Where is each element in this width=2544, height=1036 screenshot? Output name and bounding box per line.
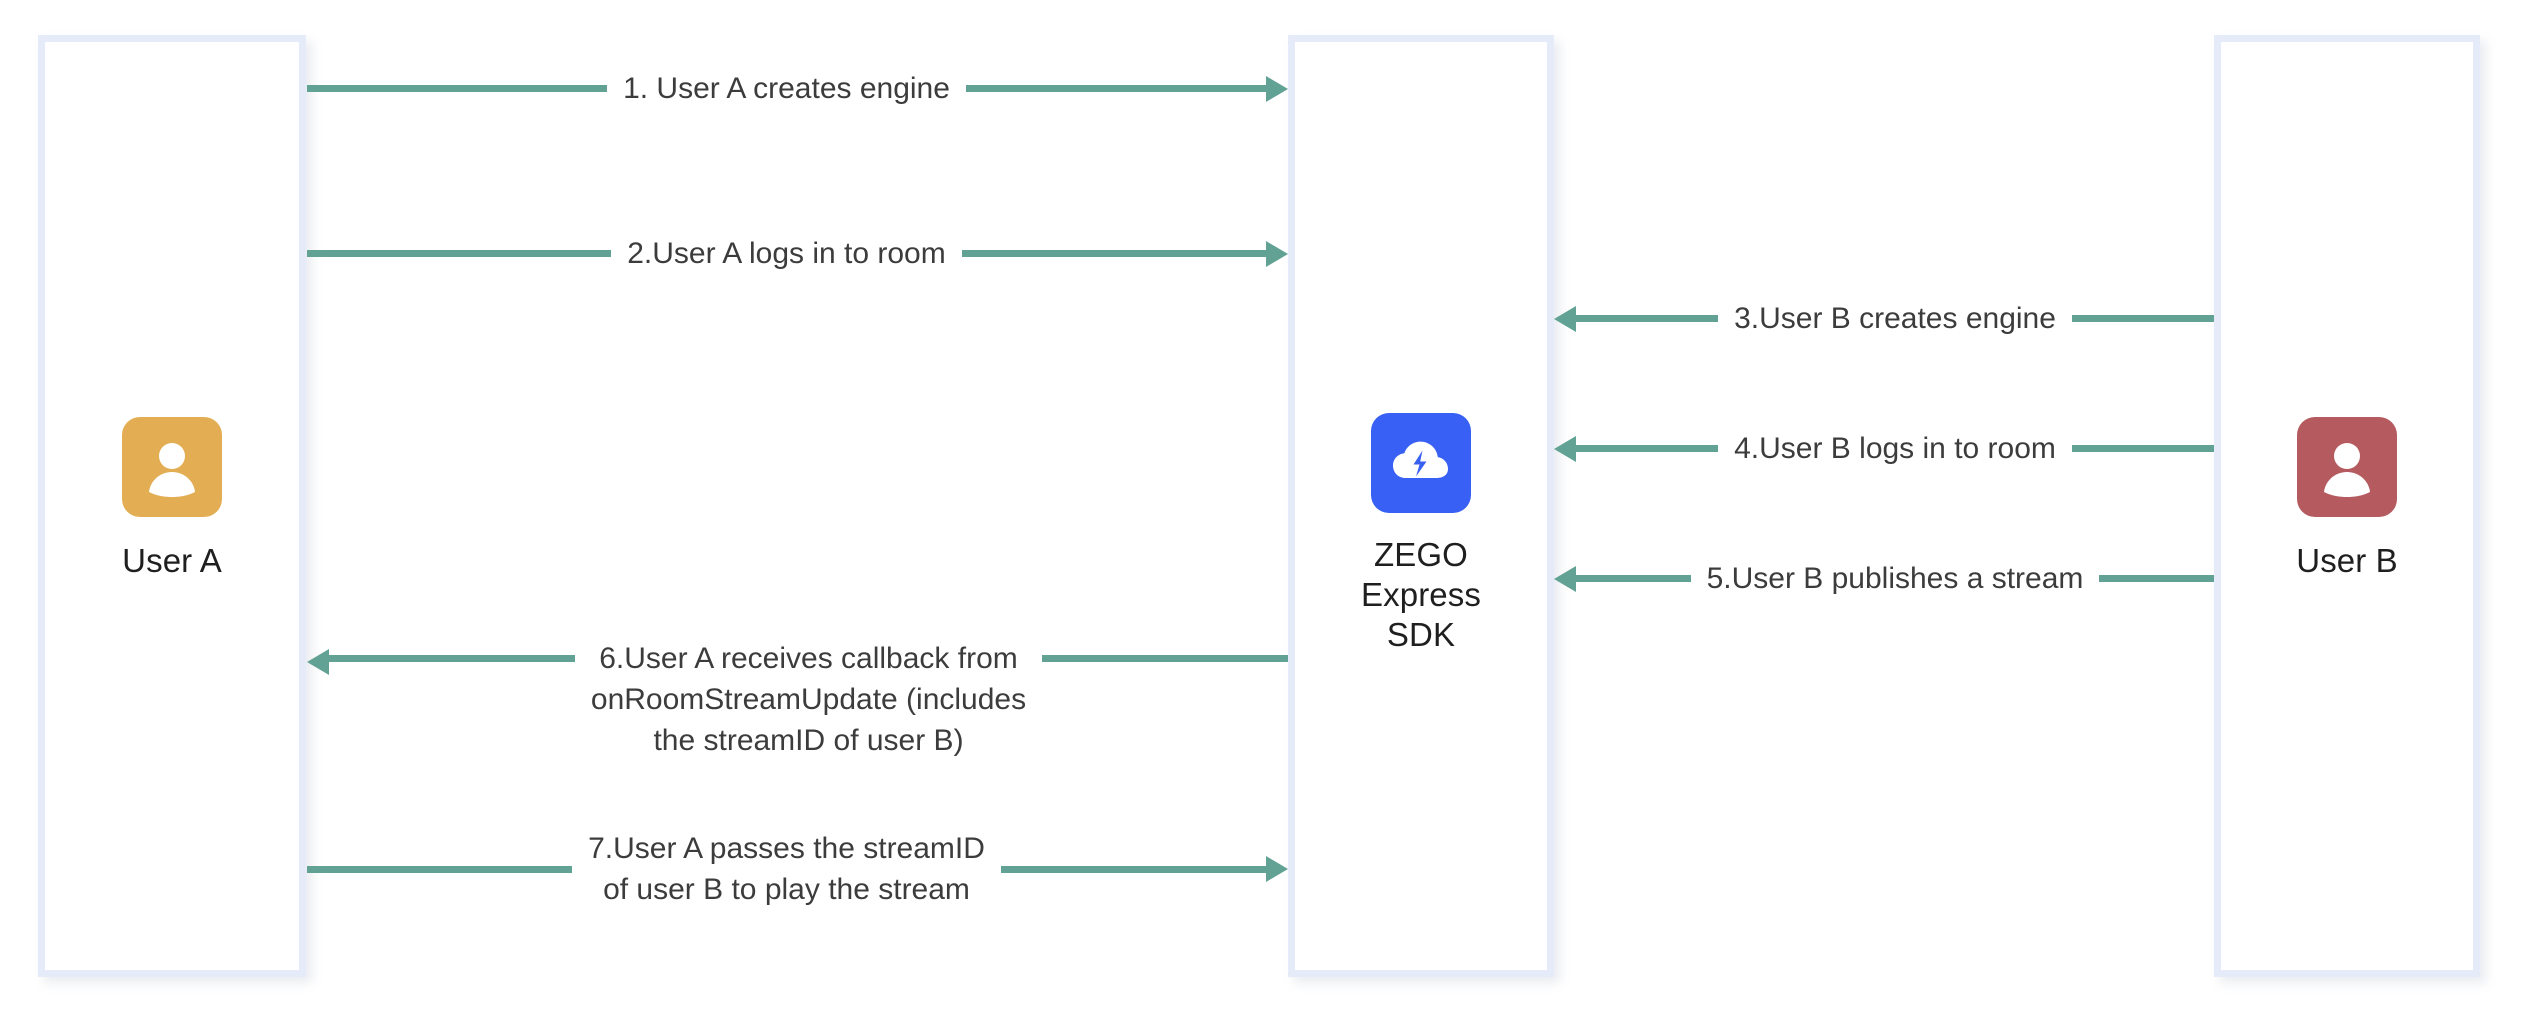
message-5-line-right	[2099, 575, 2214, 582]
avatar-user-a	[122, 417, 222, 517]
message-3-line-right	[2071, 315, 2214, 322]
arrowhead-left-icon	[307, 649, 329, 675]
message-6-line-right	[1042, 655, 1289, 662]
actor-label-user-b: User B	[2296, 542, 2398, 579]
message-4: 4.User B logs in to room	[1554, 428, 2215, 469]
arrowhead-right-icon	[1266, 856, 1288, 882]
message-4-line-right	[2071, 445, 2215, 452]
message-5: 5.User B publishes a stream	[1554, 558, 2214, 599]
message-7: 7.User A passes the streamID of user B t…	[307, 828, 1288, 910]
message-7-label: 7.User A passes the streamID of user B t…	[588, 832, 985, 906]
message-2-label: 2.User A logs in to room	[627, 237, 946, 270]
message-3: 3.User B creates engine	[1554, 298, 2214, 339]
avatar-zego-logo	[1371, 413, 1471, 513]
actor-label-user-a: User A	[122, 542, 222, 579]
avatar-user-b	[2297, 417, 2397, 517]
message-4-label: 4.User B logs in to room	[1734, 432, 2056, 465]
arrowhead-right-icon	[1266, 75, 1288, 102]
arrowhead-left-icon	[1554, 565, 1576, 592]
arrowhead-left-icon	[1554, 305, 1576, 332]
message-3-label: 3.User B creates engine	[1734, 302, 2056, 335]
message-7-line-right	[1000, 865, 1266, 873]
actor-user-b: User B	[2221, 417, 2473, 581]
message-2-line-left	[307, 250, 612, 257]
person-avatar-icon	[2324, 443, 2370, 497]
message-5-line-left	[1576, 575, 1691, 582]
message-3-line-left	[1576, 315, 1719, 322]
cloud-lightning-icon	[1393, 441, 1448, 478]
message-5-label: 5.User B publishes a stream	[1706, 562, 2084, 595]
message-7-line-left	[307, 865, 573, 873]
lifeline-zego-express-sdk: ZEGO Express SDK	[1288, 35, 1554, 977]
person-avatar-icon	[149, 443, 195, 497]
message-6-label: 6.User A receives callback from onRoomSt…	[590, 642, 1027, 757]
arrowhead-left-icon	[1554, 435, 1576, 462]
lifeline-user-b: User B	[2214, 35, 2480, 977]
lifeline-user-a: User A	[38, 35, 306, 977]
actor-zego: ZEGO Express SDK	[1295, 413, 1547, 655]
arrowhead-right-icon	[1266, 240, 1288, 267]
message-2: 2.User A logs in to room	[307, 233, 1288, 274]
message-1-line-right	[965, 85, 1266, 92]
message-6: 6.User A receives callback from onRoomSt…	[307, 638, 1289, 761]
message-2-line-right	[961, 250, 1266, 257]
message-1-line-left	[307, 85, 608, 92]
message-1: 1. User A creates engine	[307, 68, 1288, 109]
message-4-line-left	[1576, 445, 1719, 452]
actor-label-zego: ZEGO Express SDK	[1361, 536, 1481, 653]
message-6-line-left	[329, 655, 575, 662]
actor-user-a: User A	[45, 417, 299, 581]
message-1-label: 1. User A creates engine	[623, 72, 950, 105]
